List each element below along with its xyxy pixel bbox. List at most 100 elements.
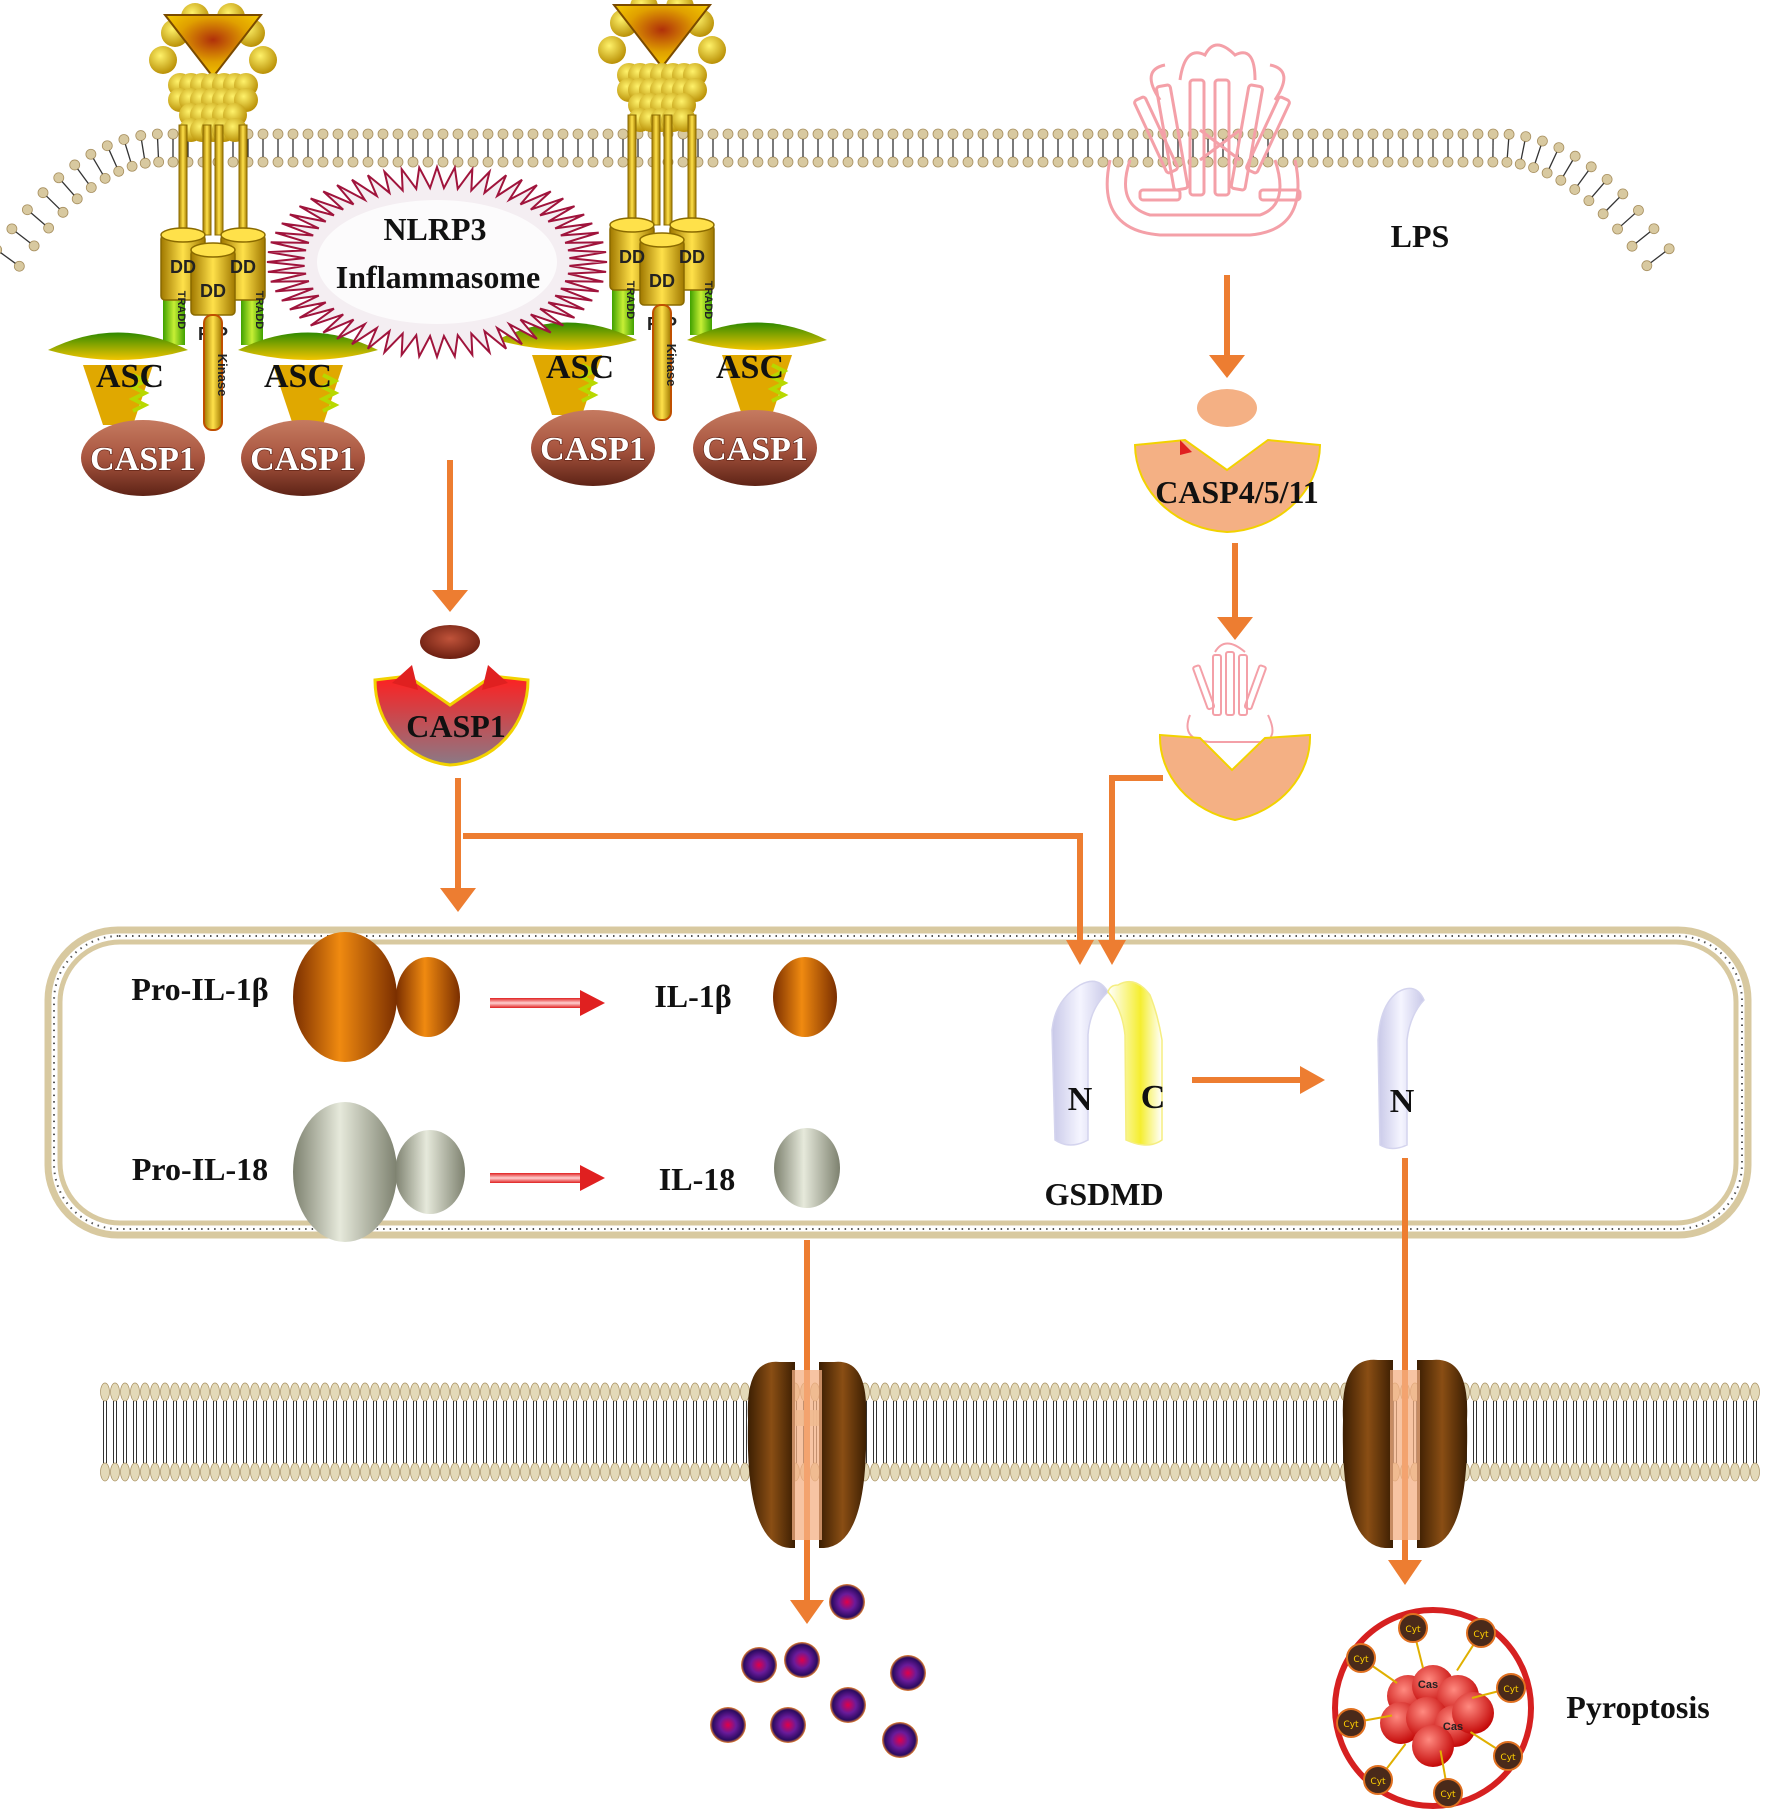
pro-il18-label: Pro-IL-18 — [132, 1151, 268, 1187]
casp1-active-label: CASP1 — [406, 708, 506, 744]
asc-zigzag — [577, 363, 599, 403]
casp1-protein — [241, 420, 365, 496]
inflammasome-label: Inflammasome — [336, 259, 540, 295]
flow-arrowheads — [432, 355, 1422, 1624]
plasma-membrane-bottom — [100, 1382, 1760, 1482]
gsdmd-c-label: C — [1141, 1079, 1166, 1116]
gsdmd-n-label: N — [1068, 1081, 1093, 1118]
il1b-label: IL-1β — [654, 978, 731, 1014]
arrowhead-3 — [1217, 617, 1253, 640]
cytokine-bead — [741, 1647, 777, 1683]
asc-domain — [238, 332, 378, 360]
asc-zigzag — [128, 373, 150, 413]
caspase-ball — [1452, 1692, 1494, 1734]
dd-label: DD — [619, 247, 645, 267]
arrowhead-8 — [790, 1600, 824, 1624]
asc-label-4: ASC — [716, 349, 784, 386]
casp1-label-4: CASP1 — [702, 431, 808, 468]
cyt-label: Cyt — [1370, 1777, 1386, 1787]
receptor-cap — [149, 3, 277, 142]
cytochrome-bead — [1346, 1643, 1376, 1673]
receptor-stalk — [238, 124, 248, 236]
cytochrome-bead — [1493, 1741, 1523, 1771]
receptor-stalk — [663, 114, 673, 226]
asc-label-1: ASC — [96, 358, 164, 395]
cytokine-bead — [882, 1722, 918, 1758]
gsdmd-n-fragment-label: N — [1390, 1083, 1415, 1120]
cyt-label: Cyt — [1405, 1625, 1421, 1635]
cytokine-bead — [784, 1642, 820, 1678]
receptor-stalk — [178, 124, 188, 236]
casp1-label-2: CASP1 — [250, 441, 356, 478]
cyt-label: Cyt — [1343, 1720, 1359, 1730]
cytochrome-bead — [1363, 1765, 1393, 1795]
cytokine-bead — [770, 1707, 806, 1743]
cytochrome-bead — [1433, 1778, 1463, 1808]
cytochrome-bead — [1336, 1708, 1366, 1738]
processing-arrow-il18 — [490, 1165, 605, 1191]
dd-label: DD — [170, 257, 196, 277]
gsdmd-pore-right — [1342, 1359, 1468, 1548]
casp1-label-1: CASP1 — [90, 441, 196, 478]
asc-label-3: ASC — [546, 349, 614, 386]
casp1-protein — [693, 410, 817, 486]
lps-molecule — [1105, 43, 1302, 237]
gsdmd-n-fragment — [1377, 987, 1425, 1150]
caspase-ball — [1412, 1725, 1454, 1767]
released-cytokines — [710, 1584, 926, 1758]
receptor-stalk — [651, 114, 661, 226]
cytokine-bead — [830, 1687, 866, 1723]
il1b-protein — [773, 957, 837, 1037]
intracellular-membrane-box — [44, 926, 1752, 1239]
pro-il18-protein — [293, 1102, 465, 1242]
cytokine-bead — [829, 1584, 865, 1620]
cyt-label: Cyt — [1353, 1655, 1369, 1665]
nlrp3-inflammasome-burst — [266, 163, 608, 361]
asc-domain — [48, 332, 188, 360]
arrowhead-9 — [1388, 1560, 1422, 1585]
casp1-active-enzyme — [373, 625, 530, 767]
cytokine-bead — [710, 1707, 746, 1743]
dd-label: DD — [230, 257, 256, 277]
cyt-label: Cyt — [1473, 1630, 1489, 1640]
casp1-protein — [531, 410, 655, 486]
gsdmd-n-domain — [1051, 980, 1109, 1146]
cyt-label: Cyt — [1440, 1790, 1456, 1800]
gsdmd-label: GSDMD — [1044, 1176, 1163, 1212]
kinase-label: Kinase — [215, 354, 230, 397]
cyt-label: Cyt — [1500, 1753, 1516, 1763]
arrowhead-7 — [1300, 1066, 1325, 1094]
pro-il1b-protein — [293, 932, 460, 1062]
casp4-lps-complex — [1158, 642, 1312, 822]
arrowhead-1 — [432, 590, 468, 612]
tradd-label: TRADD — [624, 281, 636, 320]
arrow-casp1-to-gsdmd — [463, 833, 1083, 940]
dd-label: DD — [649, 271, 675, 291]
arrowhead-6 — [1098, 940, 1126, 965]
cas-label: Cas — [1418, 1679, 1438, 1691]
lps-label: LPS — [1391, 218, 1450, 254]
receptor-stalk — [627, 114, 637, 226]
cytochrome-bead — [1398, 1613, 1428, 1643]
receptor-stalk — [214, 124, 224, 236]
tradd-label: TRADD — [175, 291, 187, 330]
casp1-label-3: CASP1 — [540, 431, 646, 468]
cas-label: Cas — [1443, 1721, 1463, 1733]
nlrp3-label: NLRP3 — [383, 211, 486, 247]
gsdmd-pore-left — [747, 1361, 867, 1548]
asc-domain — [497, 322, 637, 350]
asc-label-2: ASC — [264, 358, 332, 395]
kinase-domain — [203, 314, 223, 431]
asc-zigzag — [767, 363, 789, 403]
cyt-label: Cyt — [1503, 1685, 1519, 1695]
processing-arrows — [490, 990, 605, 1191]
receptor-complex-right: DDDDDDRIPKinaseTRADDTRADD — [497, 0, 827, 486]
pro-il1b-label: Pro-IL-1β — [131, 971, 268, 1007]
kinase-label: Kinase — [664, 344, 679, 387]
asc-zigzag — [318, 373, 340, 413]
tradd-label: TRADD — [253, 291, 265, 330]
il18-label: IL-18 — [659, 1161, 735, 1197]
pyroptosis-label: Pyroptosis — [1566, 1689, 1709, 1725]
